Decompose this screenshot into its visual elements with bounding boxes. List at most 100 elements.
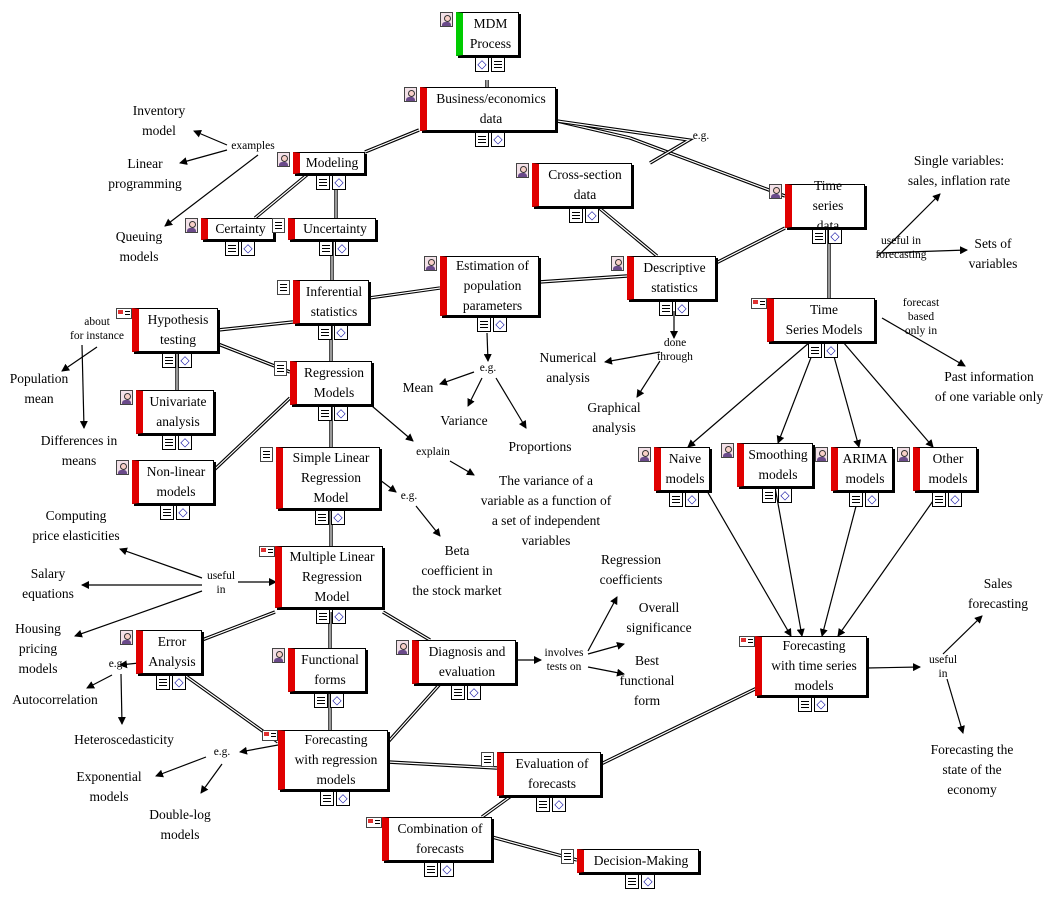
document-link-icon[interactable] bbox=[477, 317, 491, 332]
node-inferential[interactable]: Inferential statistics bbox=[277, 280, 369, 342]
concept-map-link-icon[interactable] bbox=[332, 175, 346, 190]
node-simplelin[interactable]: Simple Linear Regression Model bbox=[260, 447, 380, 527]
concept-map-link-icon[interactable] bbox=[552, 797, 566, 812]
node-arima[interactable]: ARIMA models bbox=[815, 447, 893, 509]
document-link-icon[interactable] bbox=[808, 343, 822, 358]
person-icon bbox=[272, 648, 285, 663]
document-link-icon[interactable] bbox=[659, 301, 673, 316]
concept-map-link-icon[interactable] bbox=[176, 505, 190, 520]
concept-map-link-icon[interactable] bbox=[491, 132, 505, 147]
document-link-icon[interactable] bbox=[424, 862, 438, 877]
document-link-icon[interactable] bbox=[812, 229, 826, 244]
concept-map-link-icon[interactable] bbox=[467, 685, 481, 700]
node-uncertainty[interactable]: Uncertainty bbox=[272, 218, 376, 258]
node-naive[interactable]: Naive models bbox=[638, 447, 710, 509]
node-descriptive[interactable]: Descriptive statistics bbox=[611, 256, 716, 318]
label-overall: Overall significance bbox=[626, 600, 692, 635]
concept-map-link-icon[interactable] bbox=[828, 229, 842, 244]
node-certainty[interactable]: Certainty bbox=[185, 218, 274, 258]
concept-map-link-icon[interactable] bbox=[493, 317, 507, 332]
node-regression[interactable]: Regression Models bbox=[274, 361, 372, 423]
concept-map-link-icon[interactable] bbox=[865, 492, 879, 507]
node-evalfc[interactable]: Evaluation of forecasts bbox=[481, 752, 601, 814]
node-univariate[interactable]: Univariate analysis bbox=[120, 390, 214, 452]
concept-map-link-icon[interactable] bbox=[685, 492, 699, 507]
node-other[interactable]: Other models bbox=[897, 447, 977, 509]
document-link-icon[interactable] bbox=[320, 791, 334, 806]
concept-map-link-icon[interactable] bbox=[641, 874, 655, 889]
document-link-icon[interactable] bbox=[625, 874, 639, 889]
arrow-link bbox=[239, 744, 279, 755]
concept-map-link-icon[interactable] bbox=[332, 609, 346, 624]
concept-map-link-icon[interactable] bbox=[778, 488, 792, 503]
document-link-icon[interactable] bbox=[451, 685, 465, 700]
person-icon bbox=[396, 640, 409, 655]
concept-map-link-icon[interactable] bbox=[336, 791, 350, 806]
concept-map-link-icon[interactable] bbox=[440, 862, 454, 877]
node-combination[interactable]: Combination of forecasts bbox=[366, 817, 492, 879]
node-bizdata[interactable]: Business/economics data bbox=[404, 87, 556, 149]
document-link-icon[interactable] bbox=[798, 697, 812, 712]
concept-map-link-icon[interactable] bbox=[475, 57, 489, 72]
node-timeseries[interactable]: Time series data bbox=[769, 178, 865, 246]
node-mdm[interactable]: MDM Process bbox=[440, 12, 519, 74]
label-graphical: Graphical analysis bbox=[587, 400, 641, 435]
label-usefulfc: useful in forecasting bbox=[875, 235, 927, 261]
document-link-icon[interactable] bbox=[160, 505, 174, 520]
document-link-icon[interactable] bbox=[491, 57, 505, 72]
document-link-icon[interactable] bbox=[319, 241, 333, 256]
node-fcreg[interactable]: Forecasting with regression models bbox=[262, 730, 388, 808]
concept-map-link-icon[interactable] bbox=[948, 492, 962, 507]
node-fcts[interactable]: Forecasting with time series models bbox=[739, 636, 867, 714]
arrow-link bbox=[467, 377, 483, 407]
concept-map-link-icon[interactable] bbox=[814, 697, 828, 712]
node-multilin[interactable]: Multiple Linear Regression Model bbox=[259, 546, 383, 626]
document-link-icon[interactable] bbox=[315, 510, 329, 525]
concept-map-link-icon[interactable] bbox=[334, 325, 348, 340]
node-crosssec[interactable]: Cross-section data bbox=[516, 163, 632, 225]
node-decision[interactable]: Decision-Making bbox=[561, 849, 699, 891]
node-error[interactable]: Error Analysis bbox=[120, 630, 202, 692]
concept-map-link-icon[interactable] bbox=[241, 241, 255, 256]
document-link-icon[interactable] bbox=[569, 208, 583, 223]
document-link-icon[interactable] bbox=[162, 353, 176, 368]
concept-map-link-icon[interactable] bbox=[178, 353, 192, 368]
document-link-icon[interactable] bbox=[849, 492, 863, 507]
label-numerical: Numerical analysis bbox=[539, 350, 597, 385]
person-icon bbox=[769, 184, 782, 199]
concept-map-link-icon[interactable] bbox=[335, 241, 349, 256]
document-link-icon[interactable] bbox=[316, 175, 330, 190]
document-link-icon[interactable] bbox=[156, 675, 170, 690]
document-link-icon[interactable] bbox=[318, 406, 332, 421]
concept-map-link-icon[interactable] bbox=[331, 510, 345, 525]
document-link-icon[interactable] bbox=[225, 241, 239, 256]
concept-map-link-icon[interactable] bbox=[334, 406, 348, 421]
node-functional[interactable]: Functional forms bbox=[272, 648, 366, 710]
concept-map-link-icon[interactable] bbox=[824, 343, 838, 358]
node-hypothesis[interactable]: Hypothesis testing bbox=[116, 308, 218, 370]
document-link-icon[interactable] bbox=[932, 492, 946, 507]
node-smoothing[interactable]: Smoothing models bbox=[721, 443, 813, 505]
document-link-icon[interactable] bbox=[669, 492, 683, 507]
double-link-inner bbox=[382, 611, 431, 641]
document-link-icon[interactable] bbox=[316, 609, 330, 624]
concept-map-link-icon[interactable] bbox=[585, 208, 599, 223]
node-diagnosis[interactable]: Diagnosis and evaluation bbox=[396, 640, 516, 702]
concept-map-link-icon[interactable] bbox=[178, 435, 192, 450]
node-estimation[interactable]: Estimation of population parameters bbox=[424, 256, 539, 334]
document-link-icon[interactable] bbox=[536, 797, 550, 812]
document-link-icon[interactable] bbox=[318, 325, 332, 340]
document-link-icon[interactable] bbox=[162, 435, 176, 450]
document-link-icon[interactable] bbox=[762, 488, 776, 503]
document-link-icon[interactable] bbox=[475, 132, 489, 147]
node-nonlinear[interactable]: Non-linear models bbox=[116, 460, 214, 522]
single-link-group bbox=[61, 130, 983, 794]
concept-map-link-icon[interactable] bbox=[172, 675, 186, 690]
node-modeling[interactable]: Modeling bbox=[277, 152, 365, 192]
concept-map-link-icon[interactable] bbox=[675, 301, 689, 316]
node-tsmodels[interactable]: Time Series Models bbox=[751, 298, 875, 360]
concept-map-link-icon[interactable] bbox=[330, 693, 344, 708]
document-icon bbox=[272, 218, 285, 233]
node-label: Forecasting with time series models bbox=[755, 636, 867, 696]
document-link-icon[interactable] bbox=[314, 693, 328, 708]
